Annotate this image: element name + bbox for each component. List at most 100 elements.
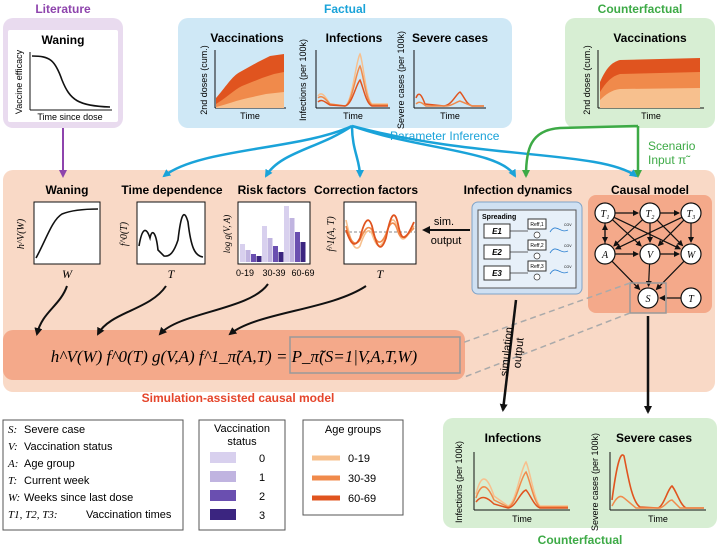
risk-bar bbox=[284, 206, 289, 262]
factual-inf-ylabel: Infections (per 100k) bbox=[298, 39, 308, 121]
causal-edge bbox=[656, 219, 684, 247]
rate-label: Reff,2 bbox=[530, 243, 543, 249]
inference-arrow-dynamics bbox=[351, 124, 517, 178]
model-waning-ylabel: h^V(W) bbox=[16, 218, 27, 249]
probability-box bbox=[289, 336, 461, 374]
model-waning-xlabel: W bbox=[62, 267, 73, 281]
projection-line-bottom bbox=[461, 312, 631, 379]
spreading-title: Spreading bbox=[482, 214, 516, 221]
legend-text: Severe case bbox=[24, 424, 85, 436]
sim-output-label-line2: output bbox=[431, 235, 462, 247]
legend-text: Vaccination status bbox=[24, 441, 113, 453]
cf-inf-xlabel: Time bbox=[512, 514, 532, 524]
rate-box bbox=[527, 260, 547, 272]
severe-node-highlight bbox=[629, 282, 667, 314]
causal-node-label: W bbox=[687, 250, 697, 261]
vacc-area-0-19 bbox=[216, 92, 284, 108]
rate-box bbox=[527, 239, 547, 251]
age-legend-label: 60-69 bbox=[348, 493, 376, 505]
causal-node-label: T₁ bbox=[600, 209, 609, 220]
correction-line-60-69 bbox=[345, 214, 415, 248]
age-legend-label: 30-39 bbox=[348, 473, 376, 485]
time-to-formula-arrow bbox=[97, 285, 167, 336]
causal-node-label: V bbox=[647, 250, 655, 261]
causal-edge bbox=[613, 219, 644, 247]
model-correction-title: Correction factors bbox=[314, 183, 418, 197]
model-correction-panel: f^1(A, T) T bbox=[326, 201, 417, 281]
inf-line-0-19 bbox=[317, 52, 388, 107]
literature-panel-xlabel: Time since dose bbox=[37, 112, 102, 122]
inference-arrow-time bbox=[162, 124, 353, 178]
model-waning-panel: h^V(W) W bbox=[16, 201, 101, 281]
factual-vacc-title: Vaccinations bbox=[210, 31, 284, 45]
cf-vacc-ylabel: 2nd doses (cum.) bbox=[582, 45, 592, 115]
factual-vaccinations-panel: Vaccinations 2nd doses (cum.) Time bbox=[198, 28, 294, 121]
legend-symbol: S: bbox=[8, 424, 17, 436]
factual-vacc-ylabel: 2nd doses (cum.) bbox=[199, 45, 209, 115]
legend-symbol: A: bbox=[7, 458, 18, 470]
risk-bar bbox=[267, 238, 273, 262]
cf-vacc-area-0-19 bbox=[600, 88, 700, 108]
causal-node bbox=[594, 243, 616, 265]
model-correction-ylabel: f^1(A, T) bbox=[326, 216, 337, 252]
waning-decay-curve bbox=[31, 55, 111, 108]
cov-label: COV bbox=[564, 223, 572, 227]
causal-node-label: A bbox=[601, 250, 609, 261]
model-time-title: Time dependence bbox=[121, 183, 222, 197]
model-risk-panel: log g(V, A) 0-19 30-39 60-69 bbox=[222, 201, 315, 278]
rate-node bbox=[533, 273, 541, 281]
factual-severe-title: Severe cases bbox=[412, 31, 488, 45]
rate-curve bbox=[549, 248, 569, 254]
cf-severe-line-30-39 bbox=[611, 495, 704, 509]
factual-infections-panel: Infections Infections (per 100k) Time bbox=[298, 31, 390, 121]
factual-header: Factual bbox=[324, 2, 366, 16]
rate-label: Reff,3 bbox=[530, 264, 543, 270]
risk-bar bbox=[251, 254, 256, 262]
causal-node bbox=[639, 202, 661, 224]
time-dependence-curve bbox=[138, 213, 204, 258]
cov-label: COV bbox=[564, 244, 572, 248]
causal-edge bbox=[611, 219, 642, 247]
risk-bar bbox=[289, 218, 295, 262]
vacc-legend-label: 0 bbox=[259, 453, 265, 465]
cf-inf-title: Infections bbox=[485, 431, 542, 445]
risk-to-formula-arrow bbox=[158, 283, 269, 336]
literature-waning-panel: Waning Vaccine efficacy Time since dose bbox=[8, 30, 118, 122]
correction-to-formula-arrow bbox=[228, 285, 367, 336]
model-waning-title: Waning bbox=[46, 183, 89, 197]
causal-edge bbox=[657, 219, 685, 247]
vacc-legend-swatch bbox=[210, 509, 236, 520]
legend-text: Current week bbox=[24, 475, 90, 487]
compartment-label: E2 bbox=[492, 248, 502, 257]
risk-bar bbox=[300, 242, 306, 262]
causal-model-title: Causal model bbox=[611, 183, 689, 197]
scenario-symbol-label: Input π̃ bbox=[648, 153, 691, 167]
factual-severe-xlabel: Time bbox=[440, 111, 460, 121]
vacc-legend-label: 3 bbox=[259, 510, 265, 522]
simulation-output-arrow bbox=[499, 299, 518, 412]
cov-label: COV bbox=[564, 265, 572, 269]
risk-bar bbox=[245, 250, 251, 262]
risk-bar bbox=[256, 256, 262, 262]
risk-bar bbox=[278, 252, 284, 262]
inf-line-60-69 bbox=[317, 78, 388, 107]
age-legend-title: Age groups bbox=[325, 424, 382, 436]
cf-inf-line-0-19 bbox=[475, 460, 568, 507]
risk-bar bbox=[262, 226, 267, 262]
counterfactual-bottom-header: Counterfactual bbox=[538, 533, 623, 547]
causal-edge bbox=[655, 260, 685, 291]
causal-node-label: T₃ bbox=[686, 209, 696, 220]
vacc-legend-label: 1 bbox=[259, 472, 265, 484]
literature-header: Literature bbox=[35, 2, 91, 16]
compartment-label: E1 bbox=[492, 227, 502, 236]
cf-severe-xlabel: Time bbox=[648, 514, 668, 524]
simulation-model-header: Simulation-assisted causal model bbox=[142, 391, 335, 405]
compartment-label: E3 bbox=[492, 269, 502, 278]
cf-severe-ylabel: Severe cases (per 100k) bbox=[590, 433, 600, 531]
legend-text: Weeks since last dose bbox=[24, 492, 133, 504]
